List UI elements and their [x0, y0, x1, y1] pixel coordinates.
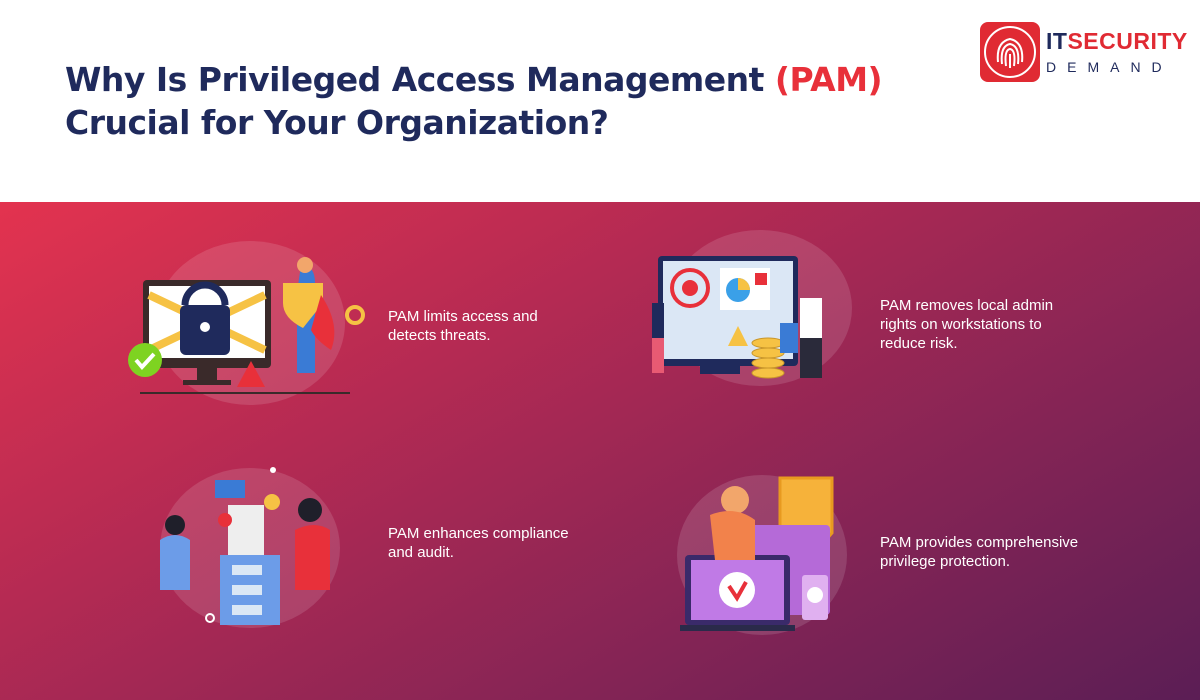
point-limits-access: PAM limits access and detects threats. — [388, 308, 538, 344]
title-accent: (PAM) — [774, 60, 883, 99]
logo-demand: DEMAND — [1046, 59, 1173, 75]
locked-monitor-vpn-illustration — [128, 241, 365, 405]
point-enhances-compliance: PAM enhances compliance and audit. — [388, 525, 569, 561]
compliance-filing-cabinet-illustration — [160, 467, 340, 628]
admin-dashboard-coins-illustration — [652, 230, 852, 386]
logo-security: SECURITY — [1067, 28, 1188, 54]
itsecurity-demand-logo: ITSECURITY DEMAND — [980, 22, 1188, 82]
point-removes-admin-rights: PAM removes local admin rights on workst… — [880, 297, 1054, 352]
point-privilege-protection: PAM provides comprehensive privilege pro… — [880, 534, 1079, 570]
title-line2: Crucial for Your Organization? — [65, 103, 609, 142]
logo-it: IT — [1046, 28, 1068, 54]
fingerprint-icon — [980, 22, 1040, 82]
title-line1: Why Is Privileged Access Management — [65, 60, 775, 99]
page-title: Why Is Privileged Access Management (PAM… — [65, 58, 883, 144]
shield-devices-check-illustration — [677, 475, 847, 635]
